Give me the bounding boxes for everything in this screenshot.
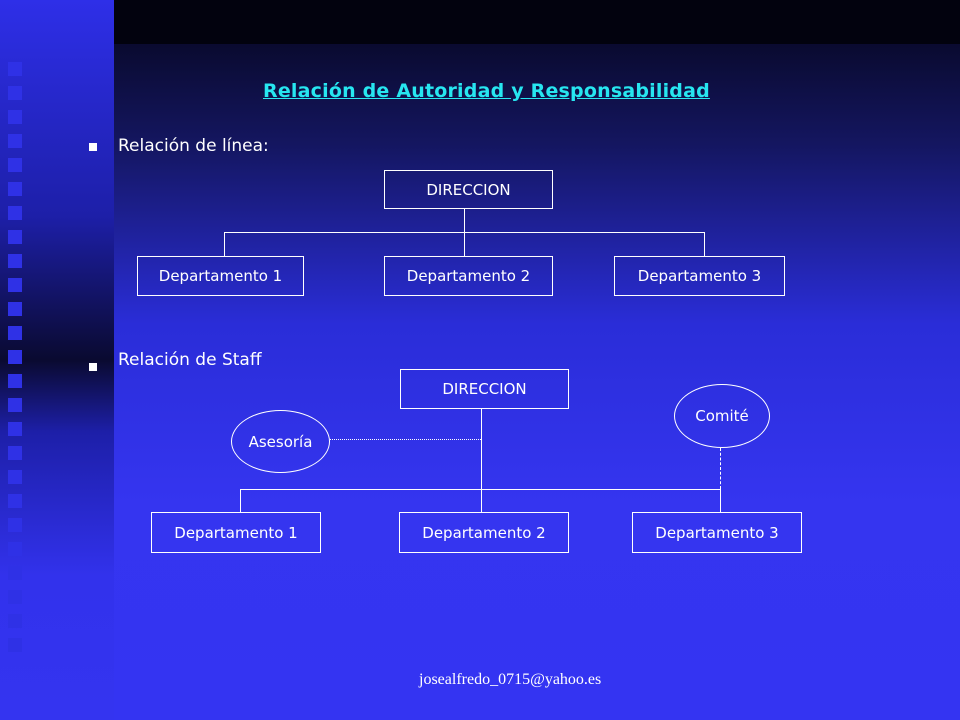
decorative-square [8, 446, 22, 460]
bullet-icon [89, 363, 97, 371]
decorative-square [8, 158, 22, 172]
staff-departamento-2-box: Departamento 2 [399, 512, 569, 553]
line-departamento-2-box: Departamento 2 [384, 256, 553, 296]
staff-departamento-3-box: Departamento 3 [632, 512, 802, 553]
line-direccion-box: DIRECCION [384, 170, 553, 209]
staff-direccion-box: DIRECCION [400, 369, 569, 409]
decorative-square [8, 302, 22, 316]
line-departamento-3-box: Departamento 3 [614, 256, 785, 296]
connector-line [240, 489, 241, 512]
connector-line [464, 209, 465, 232]
staff-departamento-1-box: Departamento 1 [151, 512, 321, 553]
decorative-square [8, 62, 22, 76]
decorative-square [8, 182, 22, 196]
decorative-square [8, 350, 22, 364]
decorative-square [8, 470, 22, 484]
section-line-label: Relación de línea: [118, 136, 269, 156]
bullet-icon [89, 143, 97, 151]
top-band [114, 0, 960, 44]
asesoria-oval: Asesoría [231, 410, 330, 473]
line-departamento-1-box: Departamento 1 [137, 256, 304, 296]
decorative-square [8, 230, 22, 244]
connector-line [240, 489, 721, 490]
section-staff-label: Relación de Staff [118, 350, 262, 370]
footer-email: josealfredo_0715@yahoo.es [419, 671, 602, 688]
connector-line [224, 232, 225, 256]
connector-line [704, 232, 705, 256]
decorative-square [8, 398, 22, 412]
decorative-square [8, 494, 22, 508]
decorative-square [8, 110, 22, 124]
decorative-square [8, 542, 22, 556]
decorative-square [8, 566, 22, 580]
decorative-square [8, 614, 22, 628]
decorative-square [8, 518, 22, 532]
staff-dotted-connector [330, 439, 481, 440]
connector-line [720, 489, 721, 512]
decorative-square [8, 206, 22, 220]
connector-line [481, 409, 482, 512]
decorative-square [8, 86, 22, 100]
decorative-square [8, 422, 22, 436]
decorative-square [8, 278, 22, 292]
comite-oval: Comité [674, 384, 770, 448]
decorative-square [8, 638, 22, 652]
decorative-square [8, 590, 22, 604]
decorative-square [8, 134, 22, 148]
connector-line [464, 232, 465, 256]
slide-title: Relación de Autoridad y Responsabilidad [263, 80, 710, 102]
committee-dashed-connector [720, 448, 721, 489]
decorative-square [8, 254, 22, 268]
decorative-square [8, 374, 22, 388]
decorative-left-strip [0, 0, 114, 720]
decorative-square [8, 326, 22, 340]
